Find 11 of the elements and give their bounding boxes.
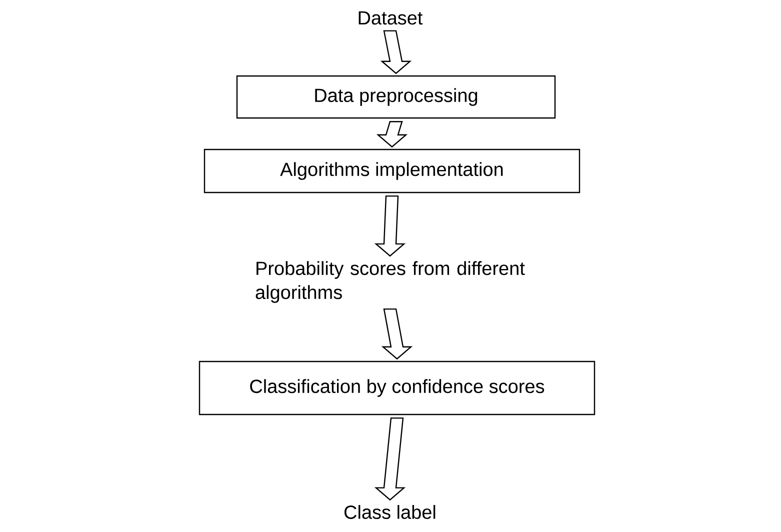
arrow	[376, 121, 408, 148]
arrow	[374, 417, 406, 501]
arrow	[381, 308, 413, 360]
arrow	[374, 195, 406, 257]
text-label: Dataset	[358, 11, 423, 25]
arrow	[380, 30, 412, 74]
text-label: Class label	[344, 505, 436, 519]
process-box: Algorithms implementation	[204, 148, 580, 194]
process-box: Data preprocessing	[236, 75, 556, 119]
text-label: Probability scores from different algorithms	[256, 261, 525, 303]
process-box: Classification by confidence scores	[198, 360, 596, 416]
